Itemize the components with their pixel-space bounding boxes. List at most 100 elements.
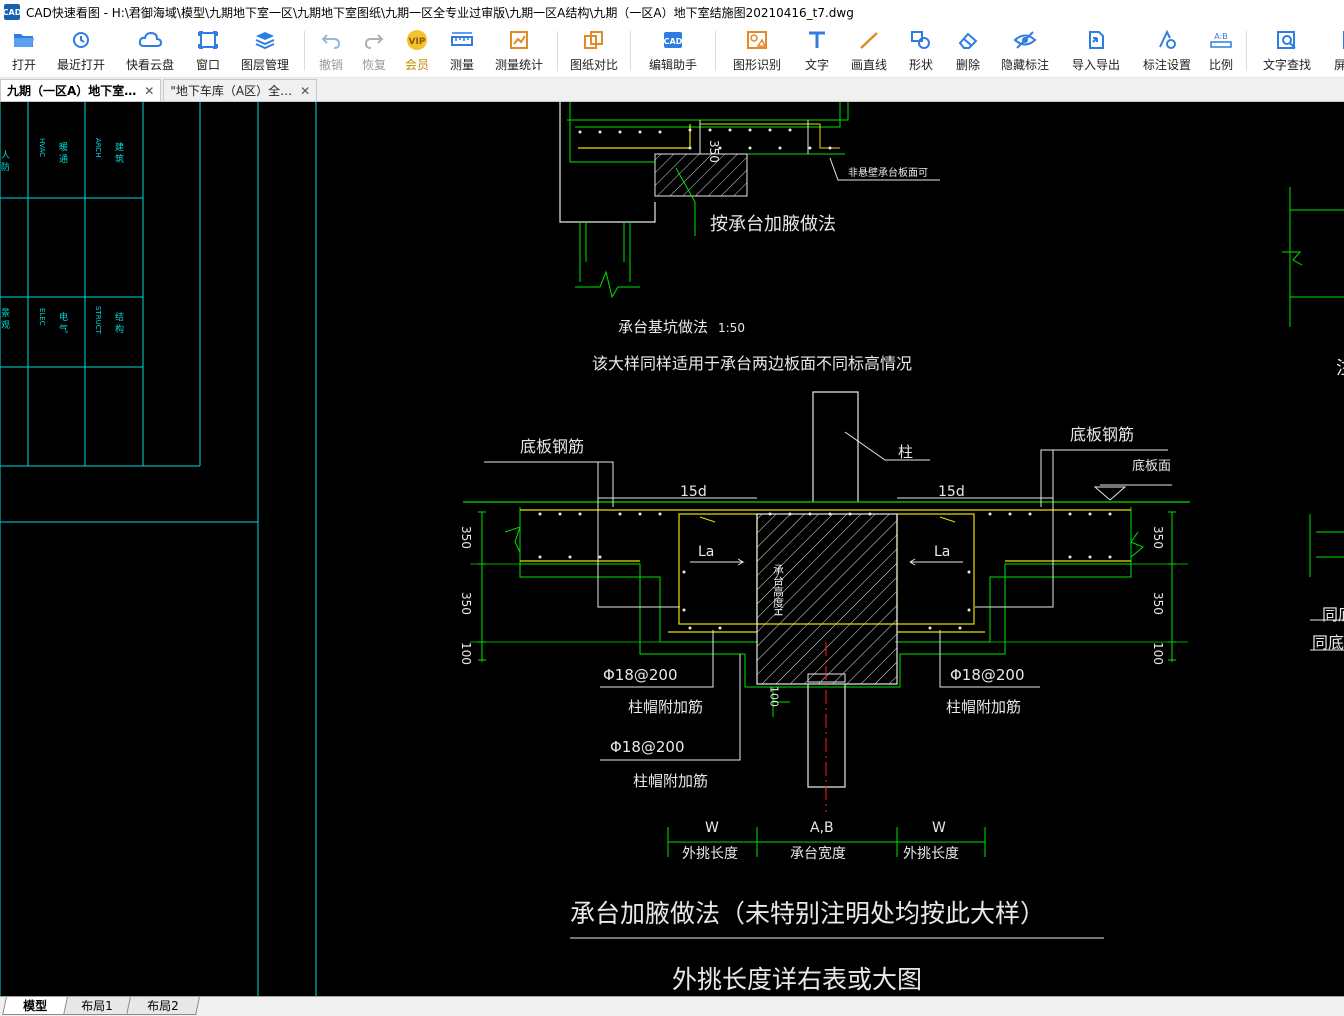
rebar-callout: Φ18@200: [603, 666, 678, 684]
toolbar-button-compare[interactable]: 图纸对比: [562, 24, 626, 77]
title-bar: CAD CAD快速看图 - H:\君御海域\模型\九期地下室一区\九期地下室图纸…: [0, 0, 1344, 24]
la-right-label: La: [934, 544, 950, 560]
shape-recognize-icon: [744, 28, 770, 52]
dim-label: 350: [1151, 526, 1165, 549]
toolbar-button-screen-rotate[interactable]: 屏幕旋: [1323, 24, 1344, 77]
rebar-callout-name: 柱帽附加筋: [628, 698, 703, 716]
toolbar-separator: [557, 31, 558, 71]
toolbar-button-undo[interactable]: 撤销: [309, 24, 353, 77]
table-label: STRUCT: [94, 306, 102, 335]
toolbar-button-label: 会员: [404, 58, 429, 72]
toolbar-button-shape[interactable]: 形状: [898, 24, 944, 77]
table-label: 人 防: [0, 150, 10, 172]
drawing-canvas[interactable]: 人 防 HVAC 暖 通 ARCH 建 筑 景 观 ELEC 电 气 STRUC…: [0, 102, 1344, 996]
rebar-callout: Φ18@200: [610, 738, 685, 756]
toolbar-button-measure-stats[interactable]: 测量统计: [485, 24, 553, 77]
eraser-icon: [955, 28, 981, 52]
toolbar-button-label: 测量: [449, 58, 474, 72]
history-icon: [68, 28, 94, 52]
dim-w-left: W: [705, 820, 719, 836]
dim-w-left-name: 外挑长度: [682, 846, 738, 862]
table-label: ELEC: [38, 308, 46, 326]
table-label: 建 筑: [113, 141, 124, 164]
toolbar-button-scale[interactable]: A:B 比例: [1200, 24, 1242, 77]
toolbar-separator: [630, 31, 631, 71]
pit-subtitle: 该大样同样适用于承台两边板面不同标高情况: [592, 354, 912, 373]
toolbar-button-eraser[interactable]: 删除: [944, 24, 992, 77]
rebar-callout-name: 柱帽附加筋: [946, 698, 1021, 716]
window-title: CAD快速看图 - H:\君御海域\模型\九期地下室一区\九期地下室图纸\九期一…: [26, 5, 854, 20]
edit-assistant-icon: CAD: [660, 28, 686, 52]
toolbar-button-shape-recognize[interactable]: 图形识别: [720, 24, 794, 77]
rebar-callout-name: 柱帽附加筋: [633, 772, 708, 790]
doc-tab-label: 九期（一区A）地下室…: [7, 84, 137, 98]
toolbar-button-history[interactable]: 最近打开: [48, 24, 114, 77]
svg-text:A:B: A:B: [1214, 32, 1228, 41]
svg-text:CAD: CAD: [664, 37, 683, 46]
toolbar-button-label: 编辑助手: [648, 58, 697, 72]
main-toolbar: 打开最近打开 快看云盘 窗口图层管理撤销恢复 VIP 会员 测量测量统计图纸对比 CAD 编辑…: [0, 24, 1344, 78]
folder-open-icon: [11, 28, 37, 52]
dim-ab-name: 承台宽度: [790, 845, 846, 862]
toolbar-button-annotation-settings[interactable]: 标注设置: [1134, 24, 1200, 77]
toolbar-button-label: 文字: [804, 58, 829, 72]
pit-title: 承台基坑做法: [618, 318, 708, 336]
haunch-labels: 柱 底板钢筋 底板钢筋 底板面 15d 15d La La 承台高度H 350 …: [459, 425, 1171, 994]
table-label: 暖 通: [57, 141, 68, 164]
toolbar-button-layers[interactable]: 图层管理: [230, 24, 300, 77]
toolbar-button-import-export[interactable]: 导入导出: [1058, 24, 1134, 77]
ruler-icon: [449, 28, 475, 52]
bottom-rebar-left-label: 底板钢筋: [520, 437, 584, 456]
layout-tab-2[interactable]: 布局2: [125, 997, 200, 1015]
doc-tab-structure[interactable]: 九期（一区A）地下室… ✕: [0, 79, 162, 101]
close-icon[interactable]: ✕: [144, 83, 155, 98]
table-label: 电 气: [57, 311, 68, 333]
line-icon: [856, 28, 882, 52]
toolbar-button-label: 恢复: [361, 58, 386, 72]
toolbar-button-label: 比例: [1208, 58, 1233, 72]
haunch-detail: [463, 391, 1190, 857]
toolbar-button-label: 画直线: [850, 58, 887, 72]
bottom-rebar-right-label: 底板钢筋: [1070, 425, 1134, 444]
toolbar-button-label: 隐藏标注: [1000, 58, 1049, 72]
toolbar-button-text[interactable]: 文字: [794, 24, 840, 77]
toolbar-button-vip[interactable]: VIP 会员: [395, 24, 439, 77]
vip-icon: VIP: [404, 28, 430, 52]
haunch-subtitle: 外挑长度详右表或大图: [672, 965, 922, 994]
right-text: 同底: [1322, 605, 1344, 624]
dim-label: 100: [459, 642, 473, 665]
right-text: 同底板: [1312, 633, 1344, 652]
toolbar-button-redo[interactable]: 恢复: [353, 24, 395, 77]
dim-label: 100: [1151, 642, 1165, 665]
toolbar-button-ruler[interactable]: 测量: [439, 24, 485, 77]
toolbar-button-label: 快看云盘: [125, 58, 174, 72]
toolbar-button-line[interactable]: 画直线: [840, 24, 898, 77]
screen-rotate-icon: [1339, 28, 1344, 52]
toolbar-button-edit-assistant[interactable]: CAD 编辑助手: [635, 24, 711, 77]
toolbar-button-label: 屏幕旋: [1334, 56, 1344, 73]
table-label: HVAC: [38, 138, 46, 157]
close-icon[interactable]: ✕: [300, 83, 311, 98]
pit-scale: 1:50: [718, 321, 745, 335]
shape-icon: [908, 28, 934, 52]
cap-height-label: 承台高度H: [772, 564, 785, 617]
toolbar-button-cloud[interactable]: 快看云盘: [114, 24, 186, 77]
toolbar-button-text-search[interactable]: 文字查找: [1251, 24, 1323, 77]
toolbar-separator: [715, 31, 716, 71]
compare-icon: [581, 28, 607, 52]
svg-text:VIP: VIP: [409, 37, 426, 47]
toolbar-button-window[interactable]: 窗口: [186, 24, 230, 77]
dim-w-right-name: 外挑长度: [903, 846, 959, 862]
layout-tab-1[interactable]: 布局1: [60, 997, 134, 1015]
toolbar-button-label: 导入导出: [1071, 58, 1120, 72]
anchor-left-label: 15d: [680, 484, 707, 500]
toolbar-button-eye-hide[interactable]: 隐藏标注: [992, 24, 1058, 77]
cloud-icon: [137, 28, 163, 52]
layout-tab-model[interactable]: 模型: [2, 997, 68, 1015]
toolbar-button-folder-open[interactable]: 打开: [0, 24, 48, 77]
pit-note: 非悬壁承台板面可: [848, 166, 928, 179]
table-label: 结 构: [113, 311, 124, 334]
toolbar-button-label: 窗口: [195, 58, 220, 72]
toolbar-button-label: 最近打开: [56, 58, 105, 72]
doc-tab-garage[interactable]: "地下车库（A区）全… ✕: [163, 79, 318, 101]
